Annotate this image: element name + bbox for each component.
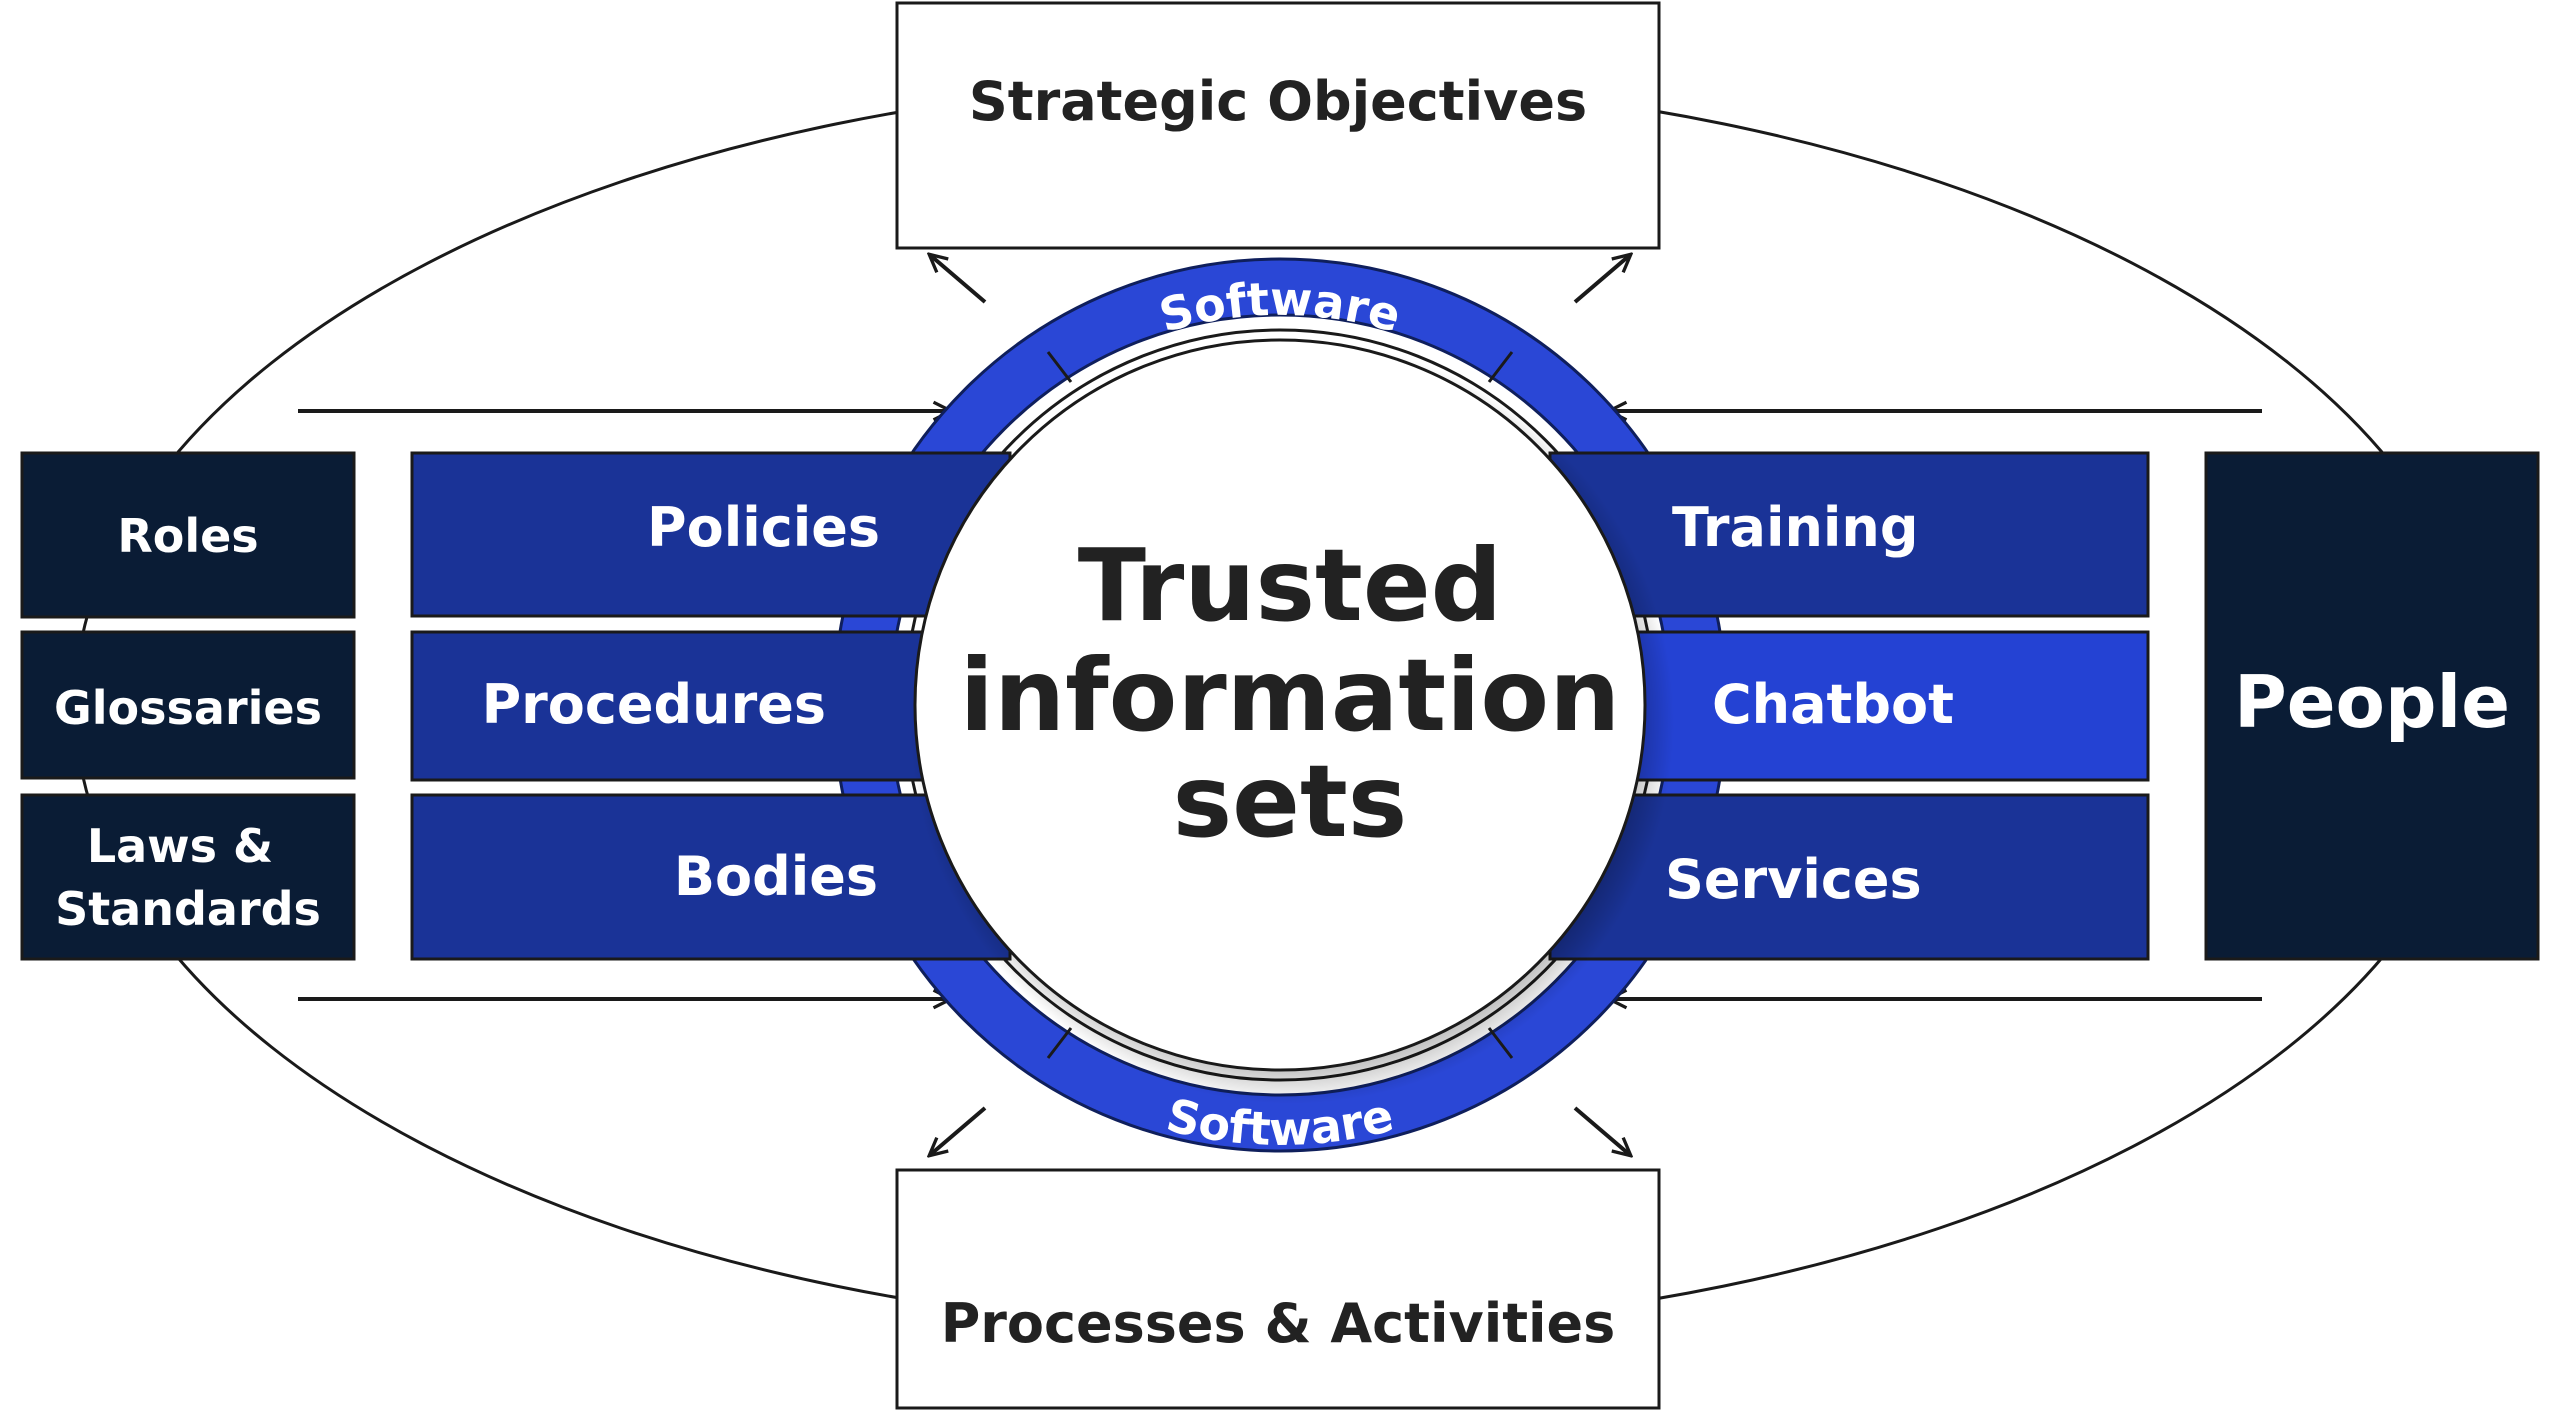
center-circle [910, 338, 1674, 1104]
diagonal-arrows [930, 255, 1630, 1155]
arrow-diag-bottom-right [1573, 1106, 1630, 1155]
band-labels: Policies Procedures Bodies Training Chat… [482, 496, 1954, 911]
laws-label-line1: Laws & [87, 819, 273, 873]
glossaries-label: Glossaries [54, 681, 322, 735]
training-label: Training [1672, 496, 1919, 559]
box-roles: Roles [20, 451, 356, 619]
procedures-label: Procedures [482, 673, 826, 736]
arrow-diag-bottom-left [930, 1106, 987, 1155]
policies-label: Policies [647, 496, 880, 559]
center-title: Trusted information sets [960, 527, 1621, 860]
box-glossaries: Glossaries [20, 630, 356, 780]
laws-label-line2: Standards [55, 882, 321, 936]
roles-label: Roles [117, 509, 258, 563]
strategic-objectives-label: Strategic Objectives [969, 70, 1587, 133]
left-navy-boxes: Roles Glossaries Laws & Standards [20, 451, 356, 961]
services-label: Services [1665, 848, 1922, 911]
strategic-objectives-box: Strategic Objectives [895, 1, 1661, 250]
arrow-diag-top-right [1573, 255, 1630, 304]
chatbot-label: Chatbot [1712, 673, 1954, 736]
processes-activities-label: Processes & Activities [941, 1292, 1616, 1355]
processes-activities-box: Processes & Activities [895, 1168, 1661, 1410]
arrow-diag-top-left [930, 255, 987, 304]
band-procedures [410, 630, 1012, 782]
center-line1: Trusted [1078, 527, 1502, 644]
box-laws-standards: Laws & Standards [20, 793, 356, 961]
left-blue-bands [410, 451, 1012, 961]
center-line2: information [960, 637, 1621, 754]
band-policies [410, 451, 1012, 618]
people-label: People [2234, 660, 2510, 744]
people-box: People [2204, 451, 2540, 961]
center-line3: sets [1173, 743, 1408, 860]
bodies-label: Bodies [674, 845, 878, 908]
horizontal-arrows [298, 411, 2262, 999]
